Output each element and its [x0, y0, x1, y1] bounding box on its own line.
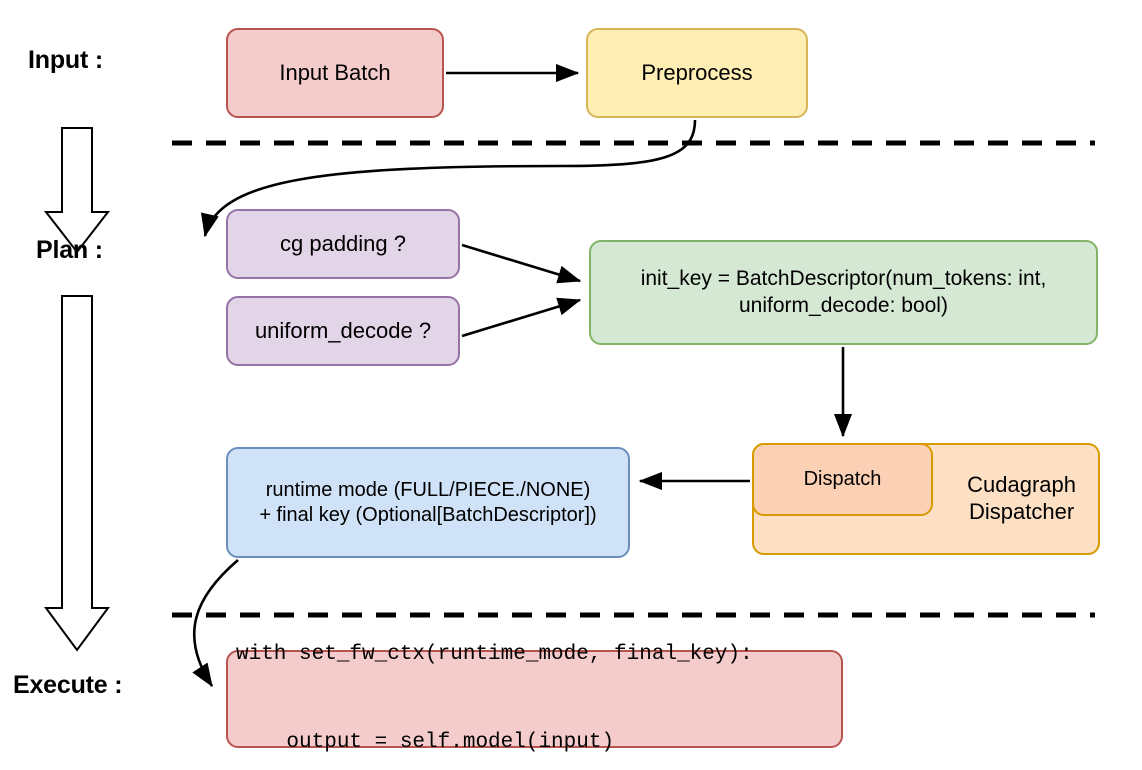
- node-runtime-mode-line1: runtime mode (FULL/PIECE./NONE): [265, 478, 591, 501]
- edge-uniform-decode-to-init-key: [461, 297, 582, 338]
- input-to-plan-block-arrow: [43, 127, 111, 254]
- node-dispatch[interactable]: Dispatch: [752, 443, 933, 516]
- node-cudagraph-dispatcher-line2: Dispatcher: [968, 499, 1075, 524]
- edge-cg-padding-to-init-key: [461, 243, 582, 284]
- node-cudagraph-dispatcher-line1: Cudagraph: [967, 471, 1076, 497]
- node-runtime-mode-line2: + final key (Optional[BatchDescriptor]): [259, 503, 597, 526]
- node-execute-code-line2: output = self.model(input): [236, 731, 615, 755]
- node-execute-code[interactable]: with set_fw_ctx(runtime_mode, final_key)…: [226, 643, 843, 754]
- node-init-key-line1: init_key = BatchDescriptor(num_tokens: i…: [640, 267, 1047, 291]
- stage-label-plan: Plan :: [36, 236, 103, 264]
- node-uniform-decode[interactable]: uniform_decode ?: [226, 296, 460, 366]
- plan-to-execute-block-arrow: [44, 295, 110, 652]
- node-cg-padding[interactable]: cg padding ?: [226, 209, 460, 279]
- stage-label-input: Input :: [28, 46, 103, 74]
- node-init-key-line2: uniform_decode: bool): [739, 293, 948, 317]
- node-init-key[interactable]: init_key = BatchDescriptor(num_tokens: i…: [589, 240, 1098, 345]
- stage-label-execute: Execute :: [13, 671, 123, 699]
- node-execute-code-line1: with set_fw_ctx(runtime_mode, final_key)…: [236, 643, 753, 667]
- node-preprocess[interactable]: Preprocess: [586, 28, 808, 118]
- node-runtime-mode[interactable]: runtime mode (FULL/PIECE./NONE) + final …: [226, 447, 630, 558]
- node-input-batch[interactable]: Input Batch: [226, 28, 444, 118]
